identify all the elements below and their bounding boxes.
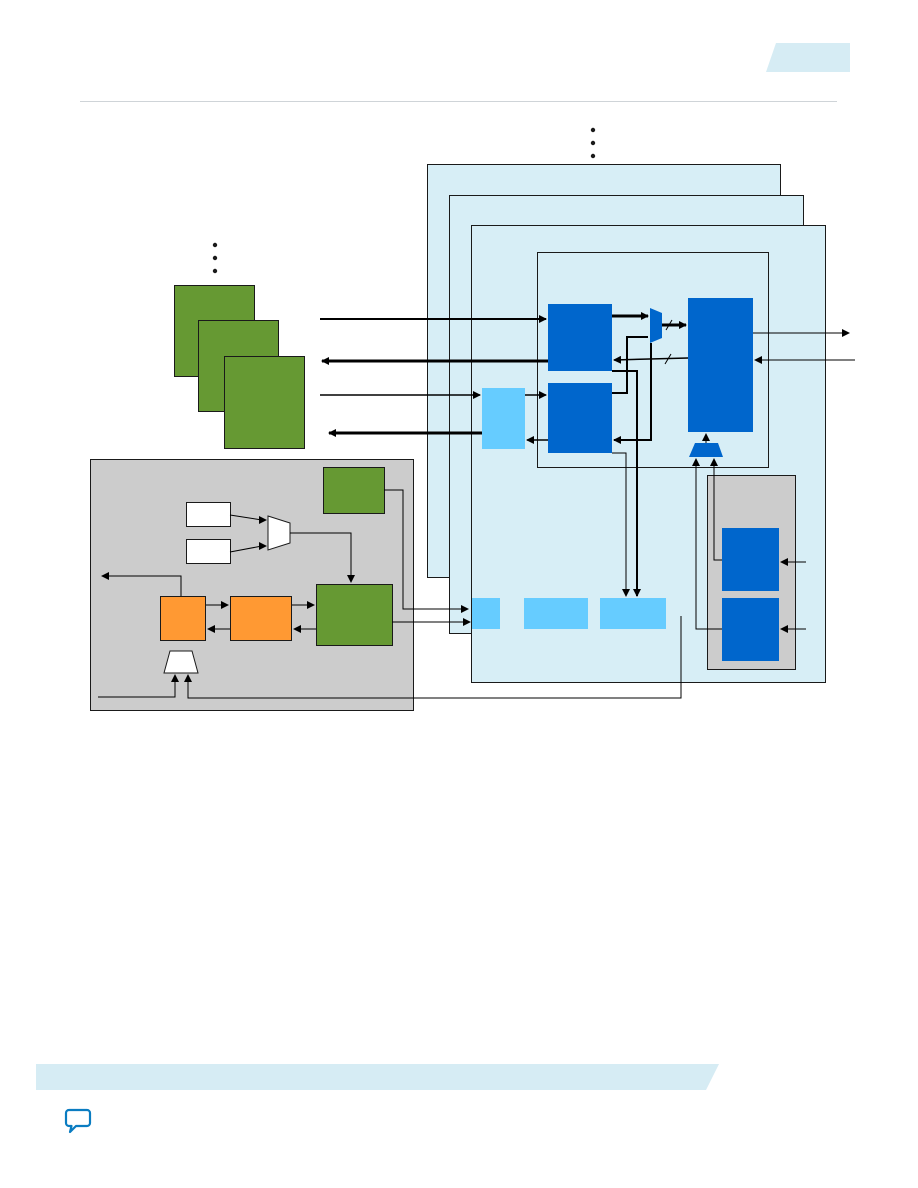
pll-green-small [323,467,385,514]
pll-white-box-lower [186,539,231,564]
pll-input-mux [163,650,199,674]
bottom-block-middle [524,598,588,629]
pll-green-main [316,584,393,646]
green-block-front [224,356,305,449]
speech-bubble-icon[interactable] [64,1107,92,1135]
vertical-ellipsis-icon [590,127,596,159]
light-blue-interface-block [482,388,525,449]
tx-mux [650,308,662,343]
wires [98,312,855,699]
bottom-block-right [600,598,666,629]
clock-block-upper [722,528,779,591]
footer-band [36,1064,719,1090]
pll-orange-right [230,596,292,641]
clock-mux [689,443,723,457]
tx-block [548,304,612,371]
bottom-block-small [472,598,500,629]
rx-block [548,383,612,453]
header-divider [80,101,837,102]
clock-block-lower [722,598,779,661]
serdes-block [688,298,753,432]
vertical-ellipsis-icon [212,242,218,274]
pll-orange-left [160,596,206,641]
page-number-tab [766,43,850,72]
pll-mux [267,515,291,551]
pll-white-box-upper [186,502,231,527]
